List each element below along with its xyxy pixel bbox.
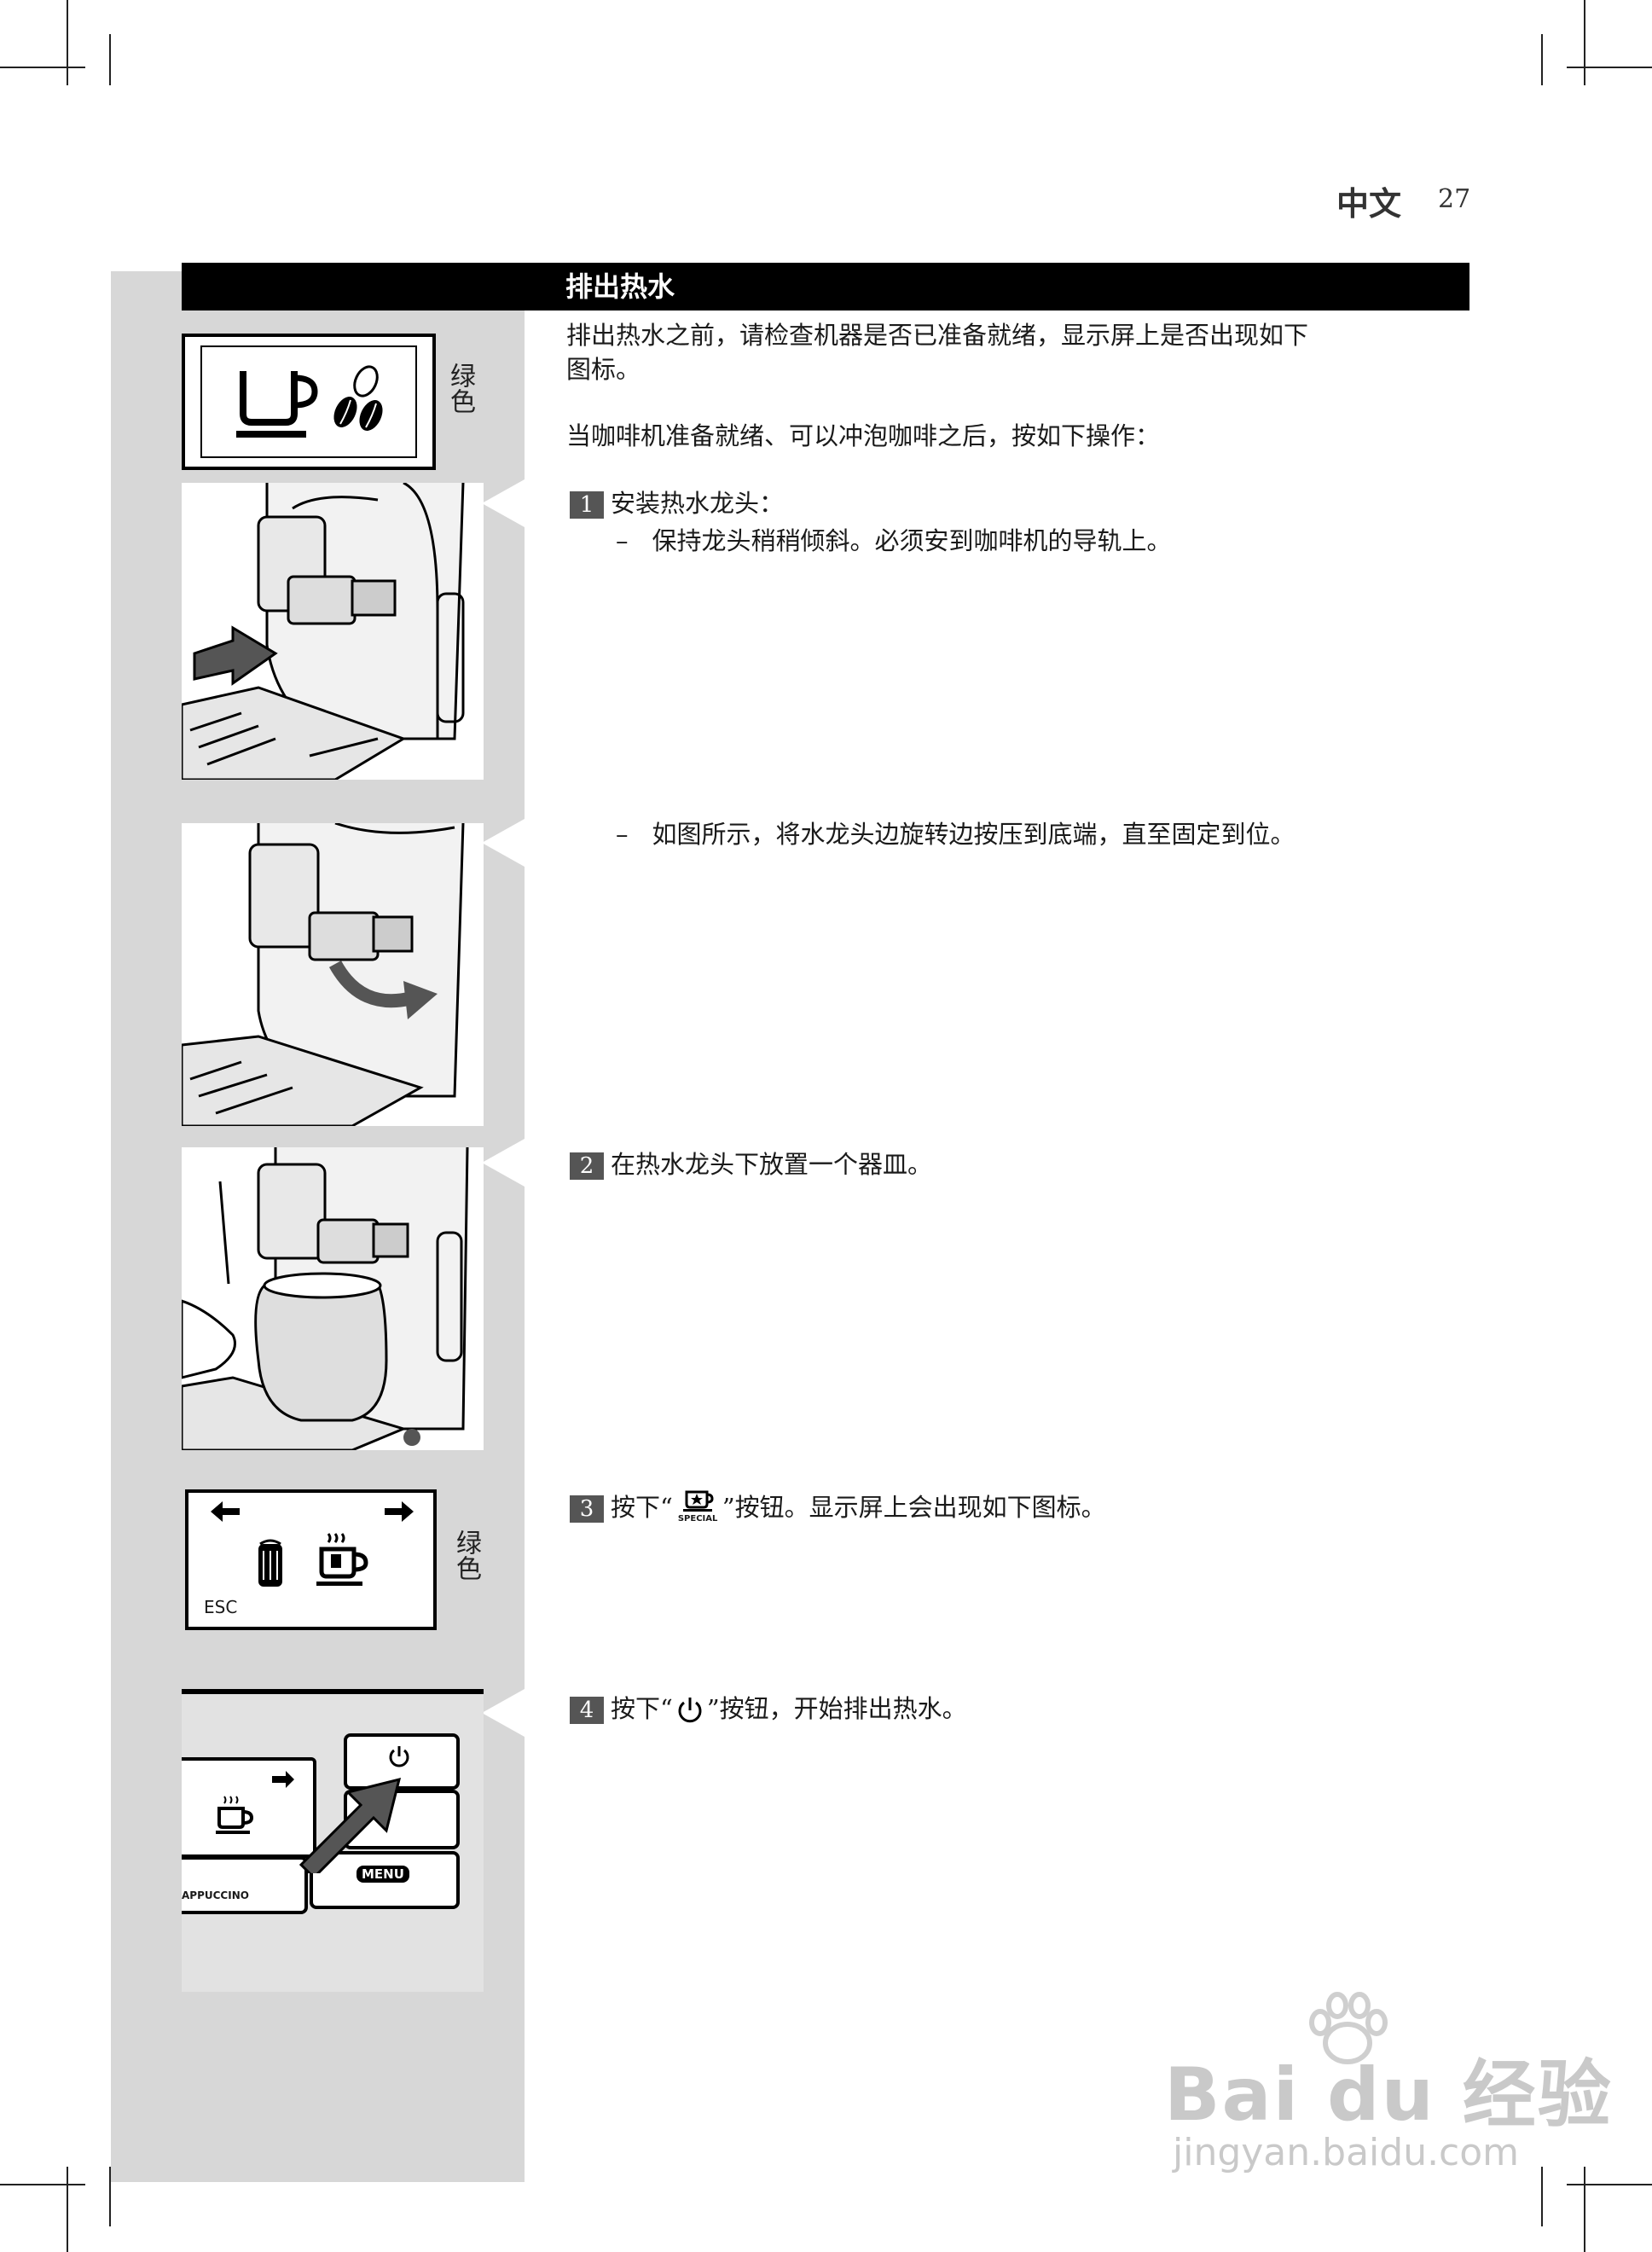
step-4: 4 按下“ ”按钮，开始排出热水。 [570,1692,967,1726]
dash: – [616,820,629,849]
crop-mark [109,2167,111,2226]
crop-mark [109,34,111,85]
power-icon [389,1746,409,1767]
step-number: 3 [570,1495,604,1523]
intro-line-1: 排出热水之前，请检查机器是否已准备就绪，显示屏上是否出现如下 [566,321,1309,350]
hot-water-cup-icon [316,1533,368,1586]
page-language: 中文 [1336,185,1402,223]
step-subtext: 保持龙头稍稍倾斜。必须安到咖啡机的导轨上。 [652,526,1172,555]
arrow-right-icon [385,1501,414,1522]
crop-mark [1584,0,1585,85]
page-number: 27 [1438,184,1471,214]
crop-mark [0,2184,85,2185]
ready-instruction: 当咖啡机准备就绪、可以冲泡咖啡之后，按如下操作： [566,421,1161,450]
step-text-before: 按下“ [611,1493,673,1522]
press-arrow-icon [299,1777,402,1873]
crop-mark [1541,2167,1543,2226]
step-1-sub-2: –如图所示，将水龙头边旋转边按压到底端，直至固定到位。 [616,817,1296,851]
step-text-before: 按下“ [611,1694,673,1723]
menu-label: MENU [356,1866,409,1883]
arrow-right-icon [272,1771,294,1788]
crop-mark [0,67,85,68]
watermark-logo: Bai du 经验 [1164,2034,1613,2141]
crop-mark [67,0,68,85]
step-pointer [482,1139,525,1187]
cappuccino-button[interactable] [182,1856,308,1914]
crop-mark [1541,34,1543,85]
step-text: 在热水龙头下放置一个器皿。 [611,1150,933,1179]
illustration-rotate-spout [182,823,484,1126]
illustration-insert-spout [182,483,484,780]
section-title: 排出热水 [565,270,675,303]
step-text-after: ”按钮。显示屏上会出现如下图标。 [722,1493,1106,1522]
illustration-container [182,1147,484,1450]
special-label: SPECIAL [677,1514,718,1524]
coffee-beans-icon [333,365,383,431]
arrow-left-icon [211,1501,240,1522]
step-subtext: 如图所示，将水龙头边旋转边按压到底端，直至固定到位。 [652,820,1296,849]
intro-line-2: 图标。 [566,355,641,384]
display-color-label: 绿色 [445,363,475,414]
crop-mark [1567,2184,1652,2185]
paw-icon [1309,1992,1388,2064]
coffee-cup-icon [236,371,318,438]
watermark-brand: Bai du 经验 [1164,2052,1613,2138]
cappuccino-label: APPUCCINO [182,1889,249,1901]
panel-screen [182,1757,316,1858]
special-button-icon: SPECIAL [673,1490,722,1526]
power-button[interactable] [344,1733,460,1790]
crop-mark [1567,67,1652,68]
crop-mark [67,2167,68,2252]
power-icon [678,1698,702,1723]
crop-mark [1584,2167,1585,2252]
esc-label: ESC [204,1597,238,1617]
step-1-sub: –保持龙头稍稍倾斜。必须安到咖啡机的导轨上。 [616,524,1172,558]
milk-jug-icon [258,1539,282,1587]
step-number: 4 [570,1697,604,1724]
step-text: 安装热水龙头： [611,489,785,518]
step-text-after: ”按钮，开始排出热水。 [706,1694,967,1723]
step-number: 2 [570,1152,604,1180]
dash: – [616,526,629,555]
machine-illustration [182,823,465,1126]
section-header-bar [182,263,1469,311]
hot-water-cup-icon [216,1796,254,1834]
step-pointer [482,1689,525,1737]
step-number: 1 [570,491,604,519]
machine-illustration [182,483,465,780]
ready-display-screen [182,334,436,470]
special-menu-display: ESC [185,1489,437,1630]
watermark-url: jingyan.baidu.com [1173,2131,1520,2174]
step-pointer [482,819,525,867]
step-pointer [482,479,525,527]
display-color-label: 绿色 [451,1529,481,1581]
illustration-control-panel: MENU APPUCCINO [182,1689,484,1992]
machine-illustration [182,1147,469,1450]
panel-top-edge [182,1689,484,1694]
